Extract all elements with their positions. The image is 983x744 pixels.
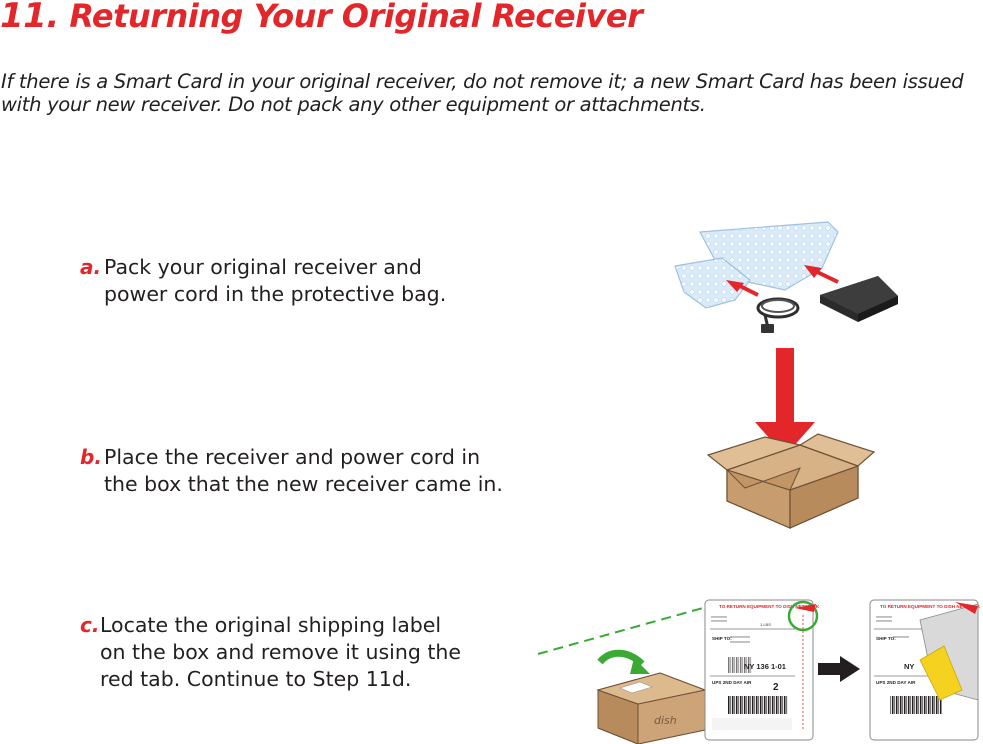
label-header: TO RETURN EQUIPMENT TO DISH NETWORK [880,604,981,609]
label-route: NY 136 1-01 [744,662,786,671]
step-a: a. Pack your original receiver and power… [80,255,510,315]
step-c-letter: c. [80,613,100,637]
callout-line [537,605,711,655]
shipping-box-illustration: dish [596,672,707,744]
step-c: c. Locate the original shipping label on… [80,613,500,698]
section-number: 11. [0,0,59,36]
step-a-letter: a. [80,255,102,279]
label-service-code: 2 [773,682,779,693]
svg-text:XXXXXXXX: XXXXXXXX [711,615,727,619]
green-arrow-icon [597,649,650,674]
power-cord-icon [756,297,800,333]
step-a-line-2: power cord in the protective bag. [104,282,447,306]
step-b-line-1: Place the receiver and power cord in [104,445,481,469]
red-tab-highlight [787,600,819,632]
right-arrow-icon [818,656,860,682]
intro-paragraph: If there is a Smart Card in your origina… [1,70,983,116]
section-title-text: Returning Your Original Receiver [69,0,643,35]
label-ship-to: SHIP TO: [712,636,732,641]
svg-text:NY: NY [904,662,914,671]
label-header: TO RETURN EQUIPMENT TO DISH NETWORK [719,604,820,609]
step-b-letter: b. [80,445,102,469]
svg-text:XXXXXXXX: XXXXXXXX [893,635,909,639]
svg-text:XXXXXXXX: XXXXXXXX [711,619,727,623]
label-service: UPS 2ND DAY AIR [876,680,916,685]
small-bubble-bag [674,257,751,309]
label-service: UPS 2ND DAY AIR [712,680,752,685]
svg-text:XXXXXXXXXX: XXXXXXXXXX [730,635,750,639]
down-arrow-icon [755,348,815,456]
step-c-line-2: on the box and remove it using the [100,640,462,664]
intro-line-2: with your new receiver. Do not pack any … [1,93,706,116]
protective-bag-illustration [674,221,839,309]
receiver-icon [820,276,898,322]
open-box-illustration [706,433,876,529]
step-b-line-2: the box that the new receiver came in. [104,472,503,496]
box-brand-text: dish [654,714,677,727]
step-c-line-1: Locate the original shipping label [100,613,442,637]
step-c-line-3: red tab. Continue to Step 11d. [100,667,412,691]
section-title: 11. Returning Your Original Receiver [0,0,643,36]
label-weight: 1 LBS [760,622,771,627]
step-a-line-1: Pack your original receiver and [104,255,422,279]
label-ship-to: SHIP TO: [876,636,896,641]
red-tab [795,604,816,612]
intro-line-1: If there is a Smart Card in your origina… [1,70,964,93]
svg-text:XXXXXXXXXX: XXXXXXXXXX [730,640,750,644]
red-arrow-icon [726,280,759,297]
svg-text:XXXXXXXX: XXXXXXXX [876,615,892,619]
svg-text:XXXXXXXX: XXXXXXXX [876,619,892,623]
red-arrow-icon [804,265,839,284]
step-b: b. Place the receiver and power cord in … [80,445,520,505]
shipping-label: TO RETURN EQUIPMENT TO DISH NETWORK XXXX… [704,599,820,741]
shipping-label-peeled: TO RETURN EQUIPMENT TO DISH NETWORK XXXX… [869,599,981,741]
